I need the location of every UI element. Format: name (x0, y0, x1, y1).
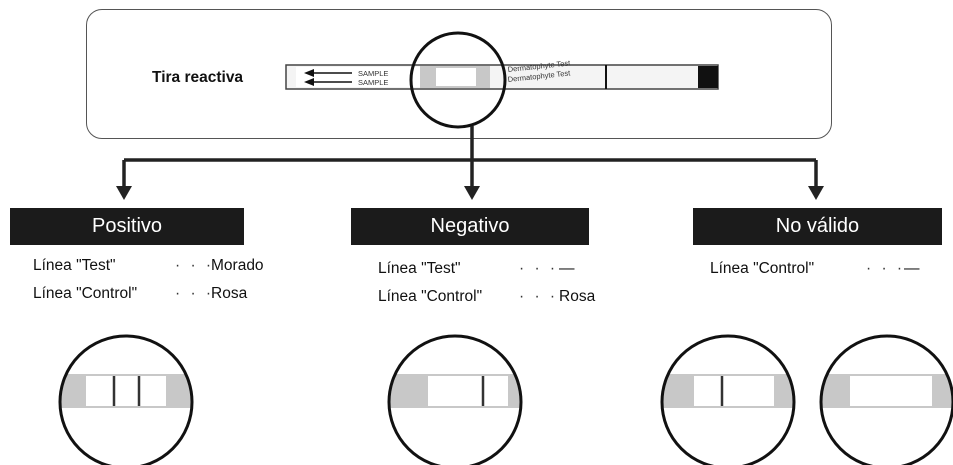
strip-label: Tira reactiva (152, 69, 244, 86)
positive-row-separator: · · · (175, 285, 215, 302)
negative-row-separator: · · · (519, 260, 559, 277)
magnifier-circle (409, 31, 507, 129)
negative-row-separator: · · · (519, 288, 559, 305)
negative-row-value: Rosa (559, 288, 596, 305)
negative-row-label: Línea "Control" (378, 288, 483, 305)
invalid-row-value: — (904, 260, 920, 277)
invalid-row-separator: · · · (866, 260, 906, 277)
positive-row-label: Línea "Test" (33, 257, 116, 274)
test-strip: SAMPLE SAMPLE Dermatophyte Test Dermatop… (285, 58, 719, 90)
result-circle-negative (387, 334, 523, 465)
arrow-down-icon (808, 186, 824, 200)
invalid-row-label: Línea "Control" (710, 260, 815, 277)
negative-row-value: — (559, 260, 575, 277)
connector-arrows (122, 126, 818, 188)
positive-row-separator: · · · (175, 257, 215, 274)
category-positive-title: Positivo (10, 208, 244, 245)
sample-arrows-icon (304, 69, 352, 86)
category-negative-title: Negativo (351, 208, 589, 245)
result-circle-invalid-1 (660, 334, 796, 465)
sample-text-1: SAMPLE (358, 69, 388, 78)
positive-row-value: Rosa (211, 285, 248, 302)
negative-row-label: Línea "Test" (378, 260, 461, 277)
arrow-down-icon (116, 186, 132, 200)
category-invalid-title: No válido (693, 208, 942, 245)
result-circle-positive (58, 334, 194, 465)
result-circle-invalid-2 (819, 334, 953, 465)
arrow-down-icon (464, 186, 480, 200)
positive-row-value: Morado (211, 257, 264, 274)
positive-row-label: Línea "Control" (33, 285, 138, 302)
sample-text-2: SAMPLE (358, 78, 388, 87)
